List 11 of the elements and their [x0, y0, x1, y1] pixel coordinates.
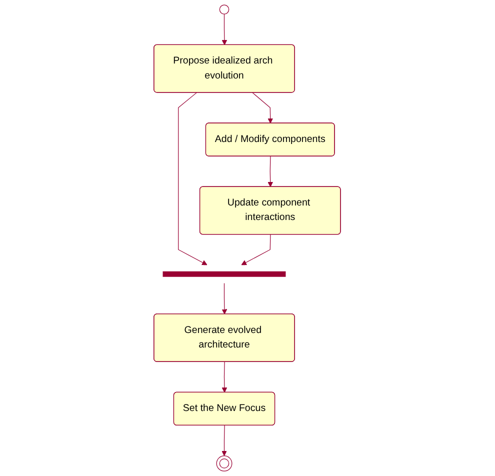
arrow [242, 234, 272, 266]
node-circle [220, 4, 230, 14]
node-circle [216, 456, 232, 472]
arrow [252, 92, 274, 124]
arrow [222, 362, 228, 393]
arrow [222, 282, 228, 314]
node-bar [163, 271, 286, 277]
arrow [222, 14, 228, 46]
arrow [268, 156, 274, 188]
arrow [222, 425, 228, 456]
arrow [178, 92, 208, 266]
